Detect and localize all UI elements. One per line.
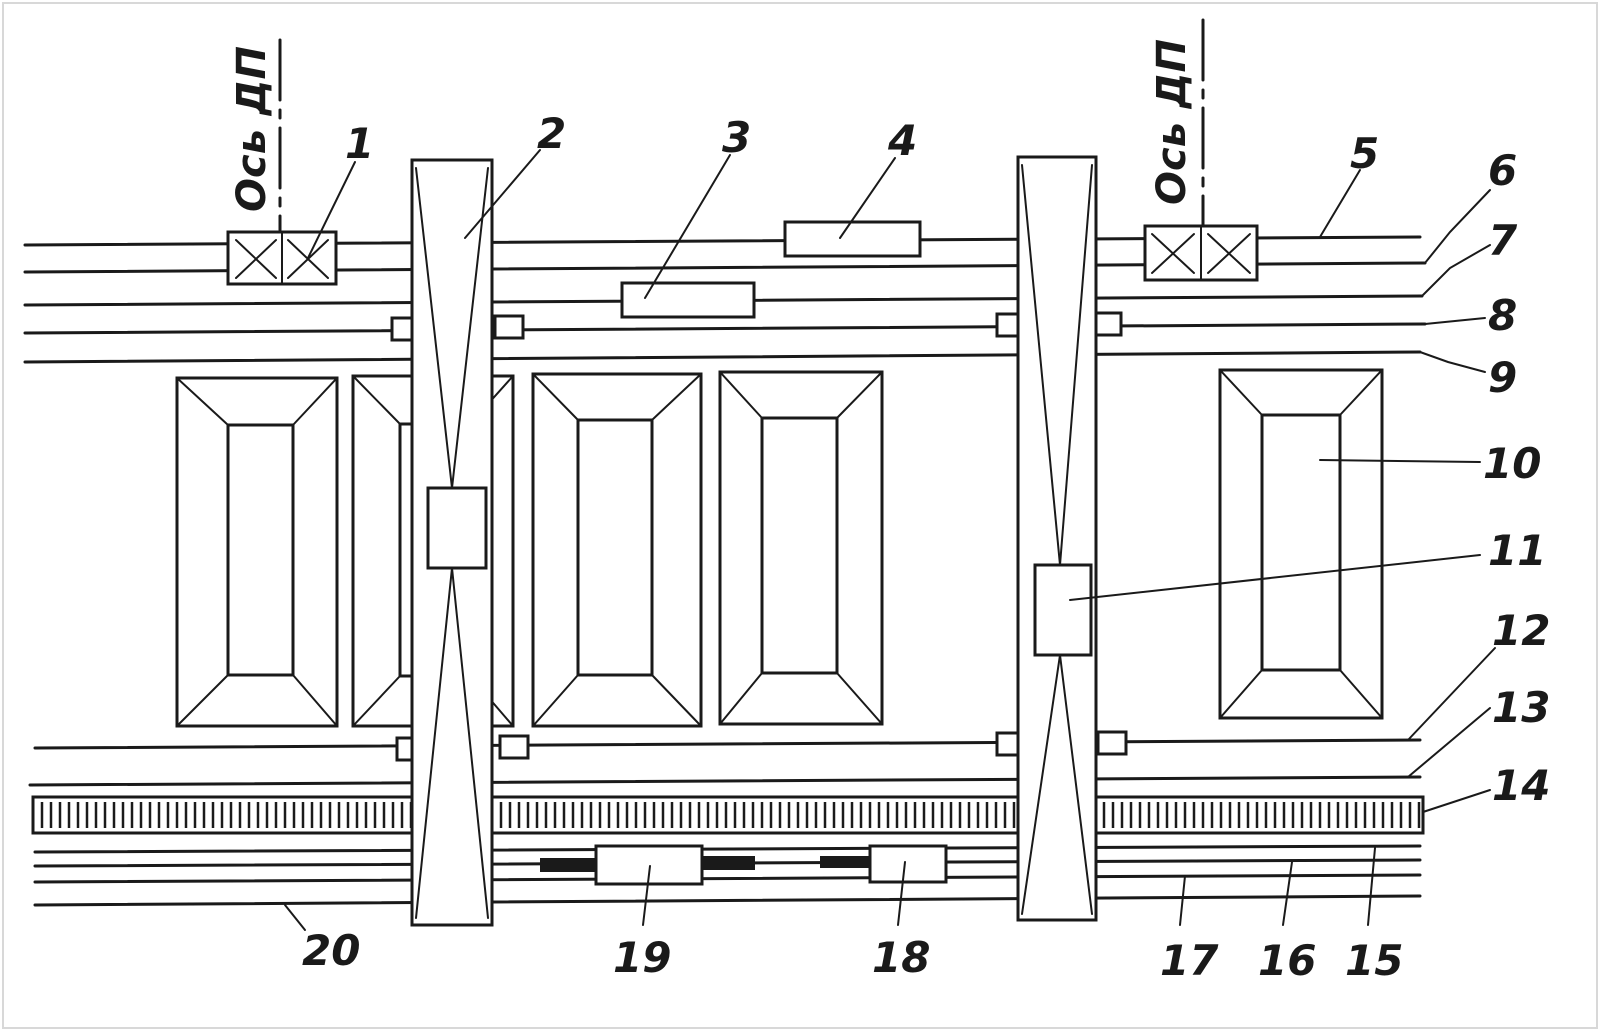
rod-19-left (540, 858, 600, 872)
callout-16: 16 (1258, 936, 1316, 985)
leader-lines (284, 149, 1496, 931)
hoist-right (1033, 563, 1093, 657)
callout-15: 15 (1345, 936, 1403, 985)
axis-label-left: Ось ДП (229, 46, 275, 212)
lower-lines (28, 738, 1422, 787)
crane-left (410, 158, 494, 927)
callout-5: 5 (1350, 129, 1379, 178)
crossed-box-left (226, 230, 338, 286)
callout-3: 3 (722, 113, 751, 162)
line-8 (23, 322, 1427, 335)
bottom-lines (33, 844, 1422, 907)
callout-20: 20 (302, 926, 360, 975)
conveyor-14 (31, 795, 1425, 835)
axis-lines: Ось ДП Ось ДП (229, 18, 1205, 232)
machine-3 (531, 372, 703, 728)
machine-4 (718, 370, 884, 726)
element-3 (620, 281, 756, 319)
rod-18-left (820, 856, 875, 868)
callout-6: 6 (1488, 146, 1517, 195)
callout-13: 13 (1492, 683, 1550, 732)
element-4 (783, 220, 922, 258)
callout-18: 18 (872, 933, 930, 982)
callout-7: 7 (1488, 216, 1518, 265)
line-9 (23, 350, 1422, 364)
rod-19-right (700, 856, 755, 870)
callout-14: 14 (1492, 761, 1550, 810)
callout-19: 19 (613, 933, 671, 982)
crossed-box-right (1143, 224, 1259, 282)
machine-5 (1218, 368, 1384, 720)
callout-10: 10 (1483, 439, 1541, 488)
axis-label-right: Ось ДП (1149, 39, 1195, 205)
line-13 (28, 775, 1422, 787)
fittings-line-8 (390, 311, 1123, 342)
callout-17: 17 (1160, 936, 1219, 985)
machine-1 (175, 376, 339, 728)
callout-8: 8 (1488, 291, 1517, 340)
line-15 (33, 844, 1422, 854)
callout-12: 12 (1492, 606, 1550, 655)
line-20 (33, 894, 1422, 907)
callout-4: 4 (887, 116, 917, 165)
machines (175, 368, 1384, 728)
bottom-elements (540, 844, 948, 886)
crane-right (1016, 155, 1098, 922)
line-17 (33, 873, 1422, 884)
line-12 (33, 738, 1422, 750)
callout-9: 9 (1488, 353, 1517, 402)
hoist-left (426, 486, 488, 570)
callouts: 1 2 3 4 5 6 7 8 9 10 11 12 13 14 15 16 1… (302, 109, 1550, 985)
element-18 (868, 844, 948, 884)
callout-2: 2 (537, 109, 566, 158)
callout-1: 1 (345, 119, 374, 168)
callout-11: 11 (1488, 526, 1546, 575)
